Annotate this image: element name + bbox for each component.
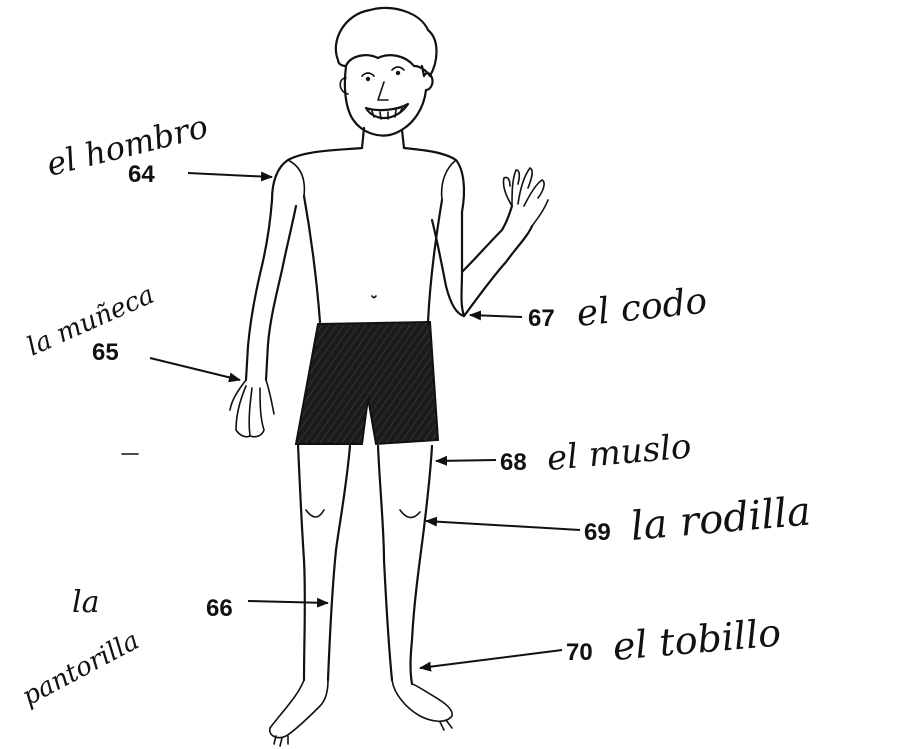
arrow-68 [436, 460, 496, 461]
label-67-elbow: 67 el codo [528, 281, 709, 335]
left-hand [230, 380, 274, 437]
label-66-text-line2: pantorilla [17, 626, 144, 713]
left-leg [298, 444, 305, 680]
label-70-text: el tobillo [611, 610, 783, 669]
right-hand [503, 168, 548, 226]
label-69-number: 69 [584, 519, 611, 546]
human-figure-illustration [230, 8, 548, 746]
arrow-69 [426, 521, 580, 530]
label-70-ankle: 70 el tobillo [566, 610, 783, 669]
shorts [296, 322, 438, 444]
label-66-calf: la pantorilla 66 [17, 585, 233, 712]
arrow-66 [248, 601, 328, 603]
label-69-knee: 69 la rodilla [584, 488, 813, 550]
label-65-number: 65 [92, 339, 119, 366]
right-foot [392, 680, 452, 730]
label-67-text: el codo [575, 281, 709, 335]
label-68-text: el muslo [545, 427, 693, 479]
label-64-shoulder: el hombro 64 [43, 107, 212, 188]
label-70-number: 70 [566, 639, 593, 666]
label-68-thigh: 68 el muslo [500, 427, 693, 479]
label-65-text: la muñeca [23, 280, 159, 363]
arrow-70 [420, 650, 562, 668]
label-65-wrist: la muñeca 65 [23, 280, 159, 366]
arrow-64 [188, 173, 272, 177]
nose [378, 82, 388, 100]
right-leg [378, 446, 392, 680]
right-eye [392, 67, 404, 70]
label-68-number: 68 [500, 449, 527, 476]
left-foot [270, 680, 328, 746]
label-66-number: 66 [206, 595, 233, 622]
left-eye [362, 73, 374, 76]
arrow-65 [150, 358, 240, 380]
arrow-67 [470, 315, 522, 317]
label-69-text: la rodilla [629, 488, 813, 550]
label-67-number: 67 [528, 305, 555, 332]
label-66-text-line1: la [72, 585, 99, 620]
face [345, 66, 433, 136]
label-64-number: 64 [128, 161, 155, 188]
